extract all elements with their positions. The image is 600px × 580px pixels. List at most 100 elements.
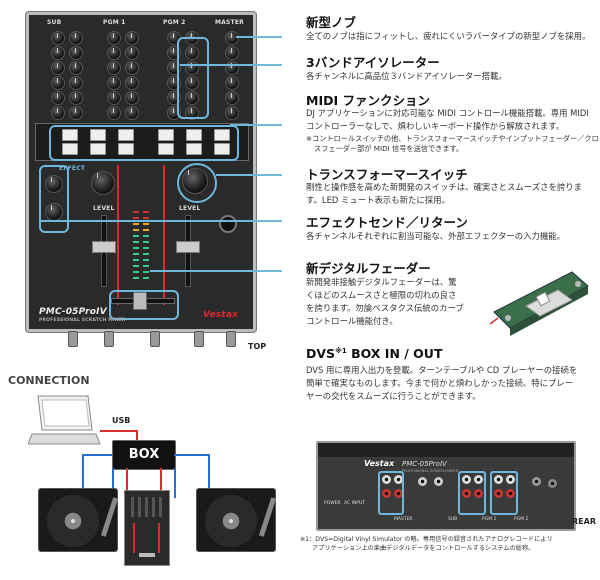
midi-button[interactable]	[62, 143, 78, 155]
mixer-knob[interactable]	[225, 76, 239, 90]
cable-blue	[112, 468, 114, 498]
mixer-knob[interactable]	[51, 76, 65, 90]
platter-icon	[205, 495, 257, 547]
ch-label-sub: SUB	[47, 19, 62, 26]
mixer-knob[interactable]	[185, 106, 199, 120]
mixer-knob[interactable]	[51, 31, 65, 45]
mixer-knob[interactable]	[107, 61, 121, 75]
phones-jack[interactable]	[219, 215, 237, 233]
meter-led	[143, 247, 149, 249]
rear-model: PMC-05ProIV	[402, 460, 447, 468]
mixer-knob[interactable]	[69, 76, 83, 90]
mixer-rear-photo: Vestax PMC-05ProIV PROFESSIONAL SCRATCH …	[316, 441, 576, 531]
dvs-box: BOX	[112, 440, 176, 470]
midi-button[interactable]	[62, 129, 78, 141]
dvs-title-main: DVS	[306, 346, 336, 361]
mixer-knob[interactable]	[125, 91, 139, 105]
midi-strip	[35, 123, 249, 161]
mixer-knob[interactable]	[125, 106, 139, 120]
midi-button[interactable]	[186, 129, 202, 141]
midi-button[interactable]	[118, 143, 134, 155]
turntable-right	[196, 488, 277, 552]
meter-led	[133, 211, 139, 213]
meter-led	[143, 217, 149, 219]
mixer-knob[interactable]	[225, 91, 239, 105]
effect-knob[interactable]	[45, 175, 63, 193]
connector-line	[180, 64, 282, 66]
meter-led	[143, 277, 149, 279]
rear-jack	[506, 489, 515, 498]
mixer-knob[interactable]	[69, 61, 83, 75]
connector-line	[216, 174, 282, 176]
midi-button[interactable]	[214, 129, 230, 141]
rear-brand: Vestax	[364, 459, 395, 468]
feature-note-midi-2: スフェーダー部が MIDI 信号を送信できます。	[314, 144, 464, 153]
effect-knob-2[interactable]	[45, 203, 63, 221]
mixer-knob[interactable]	[69, 106, 83, 120]
turntable-left	[38, 488, 119, 552]
mixer-knob[interactable]	[125, 46, 139, 60]
midi-button[interactable]	[186, 143, 202, 155]
meter-led	[143, 229, 149, 231]
mixer-knob[interactable]	[69, 46, 83, 60]
front-jack	[194, 331, 204, 347]
mixer-knob[interactable]	[185, 91, 199, 105]
feature-title-effect: エフェクトセンド／リターン	[306, 215, 468, 230]
cable-blue	[208, 454, 210, 494]
feature-body-fader-4: コントロール機能付き。	[306, 316, 398, 326]
front-jack	[226, 331, 236, 347]
rear-jack	[394, 489, 403, 498]
rear-jack	[382, 475, 391, 484]
mixer-knob[interactable]	[107, 76, 121, 90]
mixer-knob[interactable]	[125, 31, 139, 45]
feature-body-midi-1: DJ アプリケーションに対応可能な MIDI コントロール機能搭載。専用 MID…	[306, 108, 589, 118]
meter-led	[143, 253, 149, 255]
mixer-knob[interactable]	[185, 76, 199, 90]
mixer-knob[interactable]	[51, 106, 65, 120]
mixer-knob[interactable]	[225, 106, 239, 120]
mixer-knob[interactable]	[185, 46, 199, 60]
mini-red-line	[133, 523, 135, 553]
fader-right[interactable]	[176, 241, 200, 253]
fader-module-photo	[488, 266, 592, 340]
cable-red	[126, 468, 128, 498]
red-line-left	[117, 165, 119, 305]
mixer-knob[interactable]	[125, 61, 139, 75]
mixer-knob[interactable]	[225, 31, 239, 45]
midi-button[interactable]	[90, 143, 106, 155]
rear-master-label: MASTER	[394, 517, 413, 522]
feature-body-fader-3: を誇ります。勿論ベスタクス伝統のカーブ	[306, 303, 464, 313]
midi-button[interactable]	[118, 129, 134, 141]
platter-icon	[47, 495, 99, 547]
transformer-knob-left[interactable]	[91, 171, 115, 195]
transformer-knob-right[interactable]	[182, 168, 208, 194]
mixer-knob[interactable]	[107, 46, 121, 60]
mixer-knob[interactable]	[107, 91, 121, 105]
midi-button[interactable]	[214, 143, 230, 155]
midi-button[interactable]	[158, 143, 174, 155]
mixer-knob[interactable]	[69, 31, 83, 45]
midi-button[interactable]	[158, 129, 174, 141]
level-label-left: LEVEL	[93, 205, 115, 212]
mixer-knob[interactable]	[225, 46, 239, 60]
crossfader-cap[interactable]	[133, 292, 147, 310]
connector-line	[230, 124, 282, 126]
midi-button[interactable]	[90, 129, 106, 141]
rear-jack	[494, 489, 503, 498]
midi-highlight	[49, 125, 239, 161]
brand-logo: Vestax	[203, 310, 239, 320]
fader-left[interactable]	[92, 241, 116, 253]
mixer-knob[interactable]	[107, 106, 121, 120]
meter-led	[133, 223, 139, 225]
front-jack	[150, 331, 160, 347]
mixer-knob[interactable]	[125, 76, 139, 90]
cable-blue	[82, 454, 84, 494]
mixer-knob[interactable]	[69, 91, 83, 105]
mixer-knob[interactable]	[51, 91, 65, 105]
meter-led	[133, 247, 139, 249]
mixer-knob[interactable]	[107, 31, 121, 45]
effect-label: EFFECT	[59, 165, 86, 172]
mixer-knob[interactable]	[51, 46, 65, 60]
mixer-knob[interactable]	[51, 61, 65, 75]
usb-cable	[100, 430, 138, 432]
